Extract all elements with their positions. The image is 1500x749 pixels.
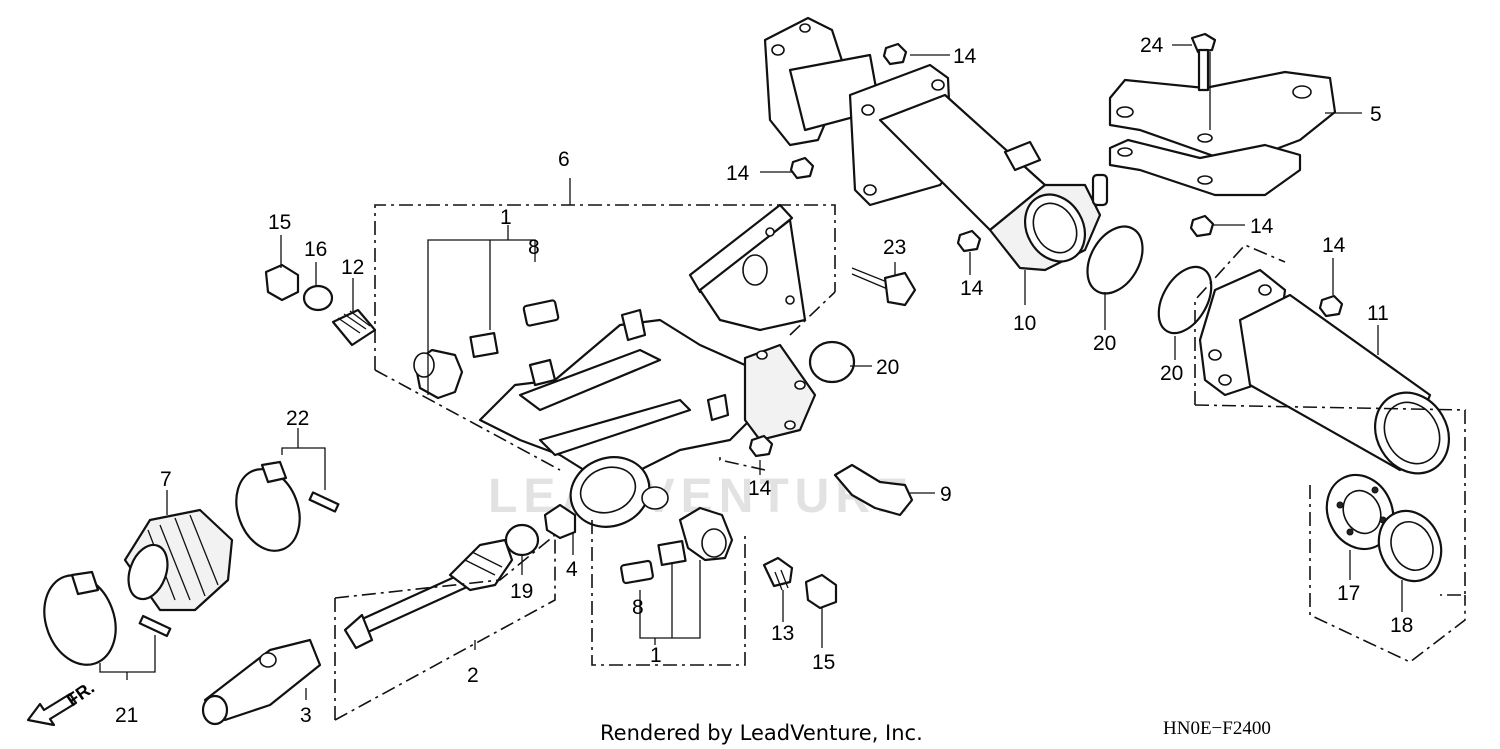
part-4-seal[interactable] — [543, 503, 577, 540]
front-direction-arrow: FR. — [26, 677, 98, 727]
callout-19: 19 — [510, 580, 533, 603]
part-7-boot[interactable] — [122, 508, 234, 612]
diagram-code: HN0E−F2400 — [1163, 718, 1271, 739]
part-20-oring-c[interactable] — [1148, 258, 1222, 342]
part-17-bearing[interactable] — [1315, 464, 1405, 560]
callout-13: 13 — [771, 622, 794, 645]
part-24-bolt[interactable] — [1190, 32, 1217, 92]
part-14-nut-a[interactable] — [882, 42, 908, 66]
callout-12: 12 — [341, 256, 364, 279]
callout-1-lower: 1 — [650, 644, 662, 667]
part-2-drive-shaft[interactable] — [343, 538, 514, 650]
part-21-clamp[interactable] — [32, 565, 172, 675]
callout-11: 11 — [1367, 302, 1389, 325]
part-1-bushing-lower[interactable] — [657, 506, 734, 567]
part-15-nut-lower[interactable] — [804, 573, 838, 610]
part-14-nut-e[interactable] — [1318, 294, 1344, 318]
part-14-nut-b[interactable] — [789, 156, 815, 180]
part-1-bushing-upper[interactable] — [413, 331, 499, 400]
part-20-oring-b[interactable] — [1076, 217, 1154, 303]
part-19-seal[interactable] — [504, 523, 540, 557]
part-14-nut-f[interactable] — [748, 434, 774, 458]
callout-3: 3 — [300, 704, 312, 727]
part-9-bracket[interactable] — [833, 463, 914, 517]
callout-18: 18 — [1390, 614, 1413, 637]
part-6-swingarm[interactable] — [478, 203, 817, 538]
part-13-bolt[interactable] — [762, 556, 794, 591]
part-11-axle-tube[interactable] — [1198, 268, 1463, 487]
part-3-universal-joint[interactable] — [201, 638, 322, 726]
leader-lines — [99, 44, 1466, 721]
callout-17: 17 — [1337, 582, 1360, 605]
callout-5: 5 — [1370, 103, 1382, 126]
callout-14-e: 14 — [1322, 234, 1346, 257]
callout-10: 10 — [1013, 312, 1036, 335]
callout-20-a: 20 — [876, 356, 899, 379]
callout-20-c: 20 — [1160, 362, 1183, 385]
footer-credit: Rendered by LeadVenture, Inc. — [600, 721, 923, 745]
part-14-nut-d[interactable] — [956, 229, 982, 253]
part-12-adjuster[interactable] — [331, 308, 377, 347]
callout-21: 21 — [115, 704, 138, 727]
part-23-bolt[interactable] — [851, 267, 917, 307]
part-15-nut-upper[interactable] — [264, 263, 300, 302]
part-20-oring-a[interactable] — [808, 340, 856, 384]
callout-8-upper: 8 — [528, 236, 540, 259]
callouts: 6 1 8 15 16 12 14 14 24 5 14 23 14 14 11… — [115, 34, 1413, 727]
part-10-axle-housing[interactable] — [763, 16, 1109, 272]
callout-15-upper: 15 — [268, 211, 291, 234]
part-14-nut-c[interactable] — [1189, 214, 1215, 238]
callout-20-b: 20 — [1093, 332, 1116, 355]
callout-15-lower: 15 — [812, 651, 835, 674]
callout-4: 4 — [566, 558, 578, 581]
callout-14-f: 14 — [748, 477, 772, 500]
callout-23: 23 — [883, 236, 906, 259]
callout-14-a: 14 — [953, 45, 977, 68]
callout-16: 16 — [304, 238, 327, 261]
callout-1-upper: 1 — [500, 206, 512, 229]
callout-6: 6 — [558, 148, 570, 171]
part-5-bracket[interactable] — [1108, 70, 1337, 197]
part-8-plate-lower[interactable] — [620, 559, 654, 585]
nut-group — [748, 42, 1344, 458]
part-22-clamp[interactable] — [225, 460, 340, 559]
callout-8-lower: 8 — [632, 596, 644, 619]
callout-24: 24 — [1140, 34, 1164, 57]
callout-14-b: 14 — [726, 162, 750, 185]
callout-9: 9 — [940, 483, 952, 506]
callout-14-c: 14 — [1250, 215, 1274, 238]
callout-22: 22 — [286, 407, 309, 430]
part-18-oil-seal[interactable] — [1368, 501, 1453, 592]
callout-14-d: 14 — [960, 277, 984, 300]
callout-2: 2 — [467, 664, 479, 687]
callout-7: 7 — [160, 468, 172, 491]
part-16-washer[interactable] — [302, 284, 334, 312]
part-8-plate-upper[interactable] — [522, 299, 560, 327]
